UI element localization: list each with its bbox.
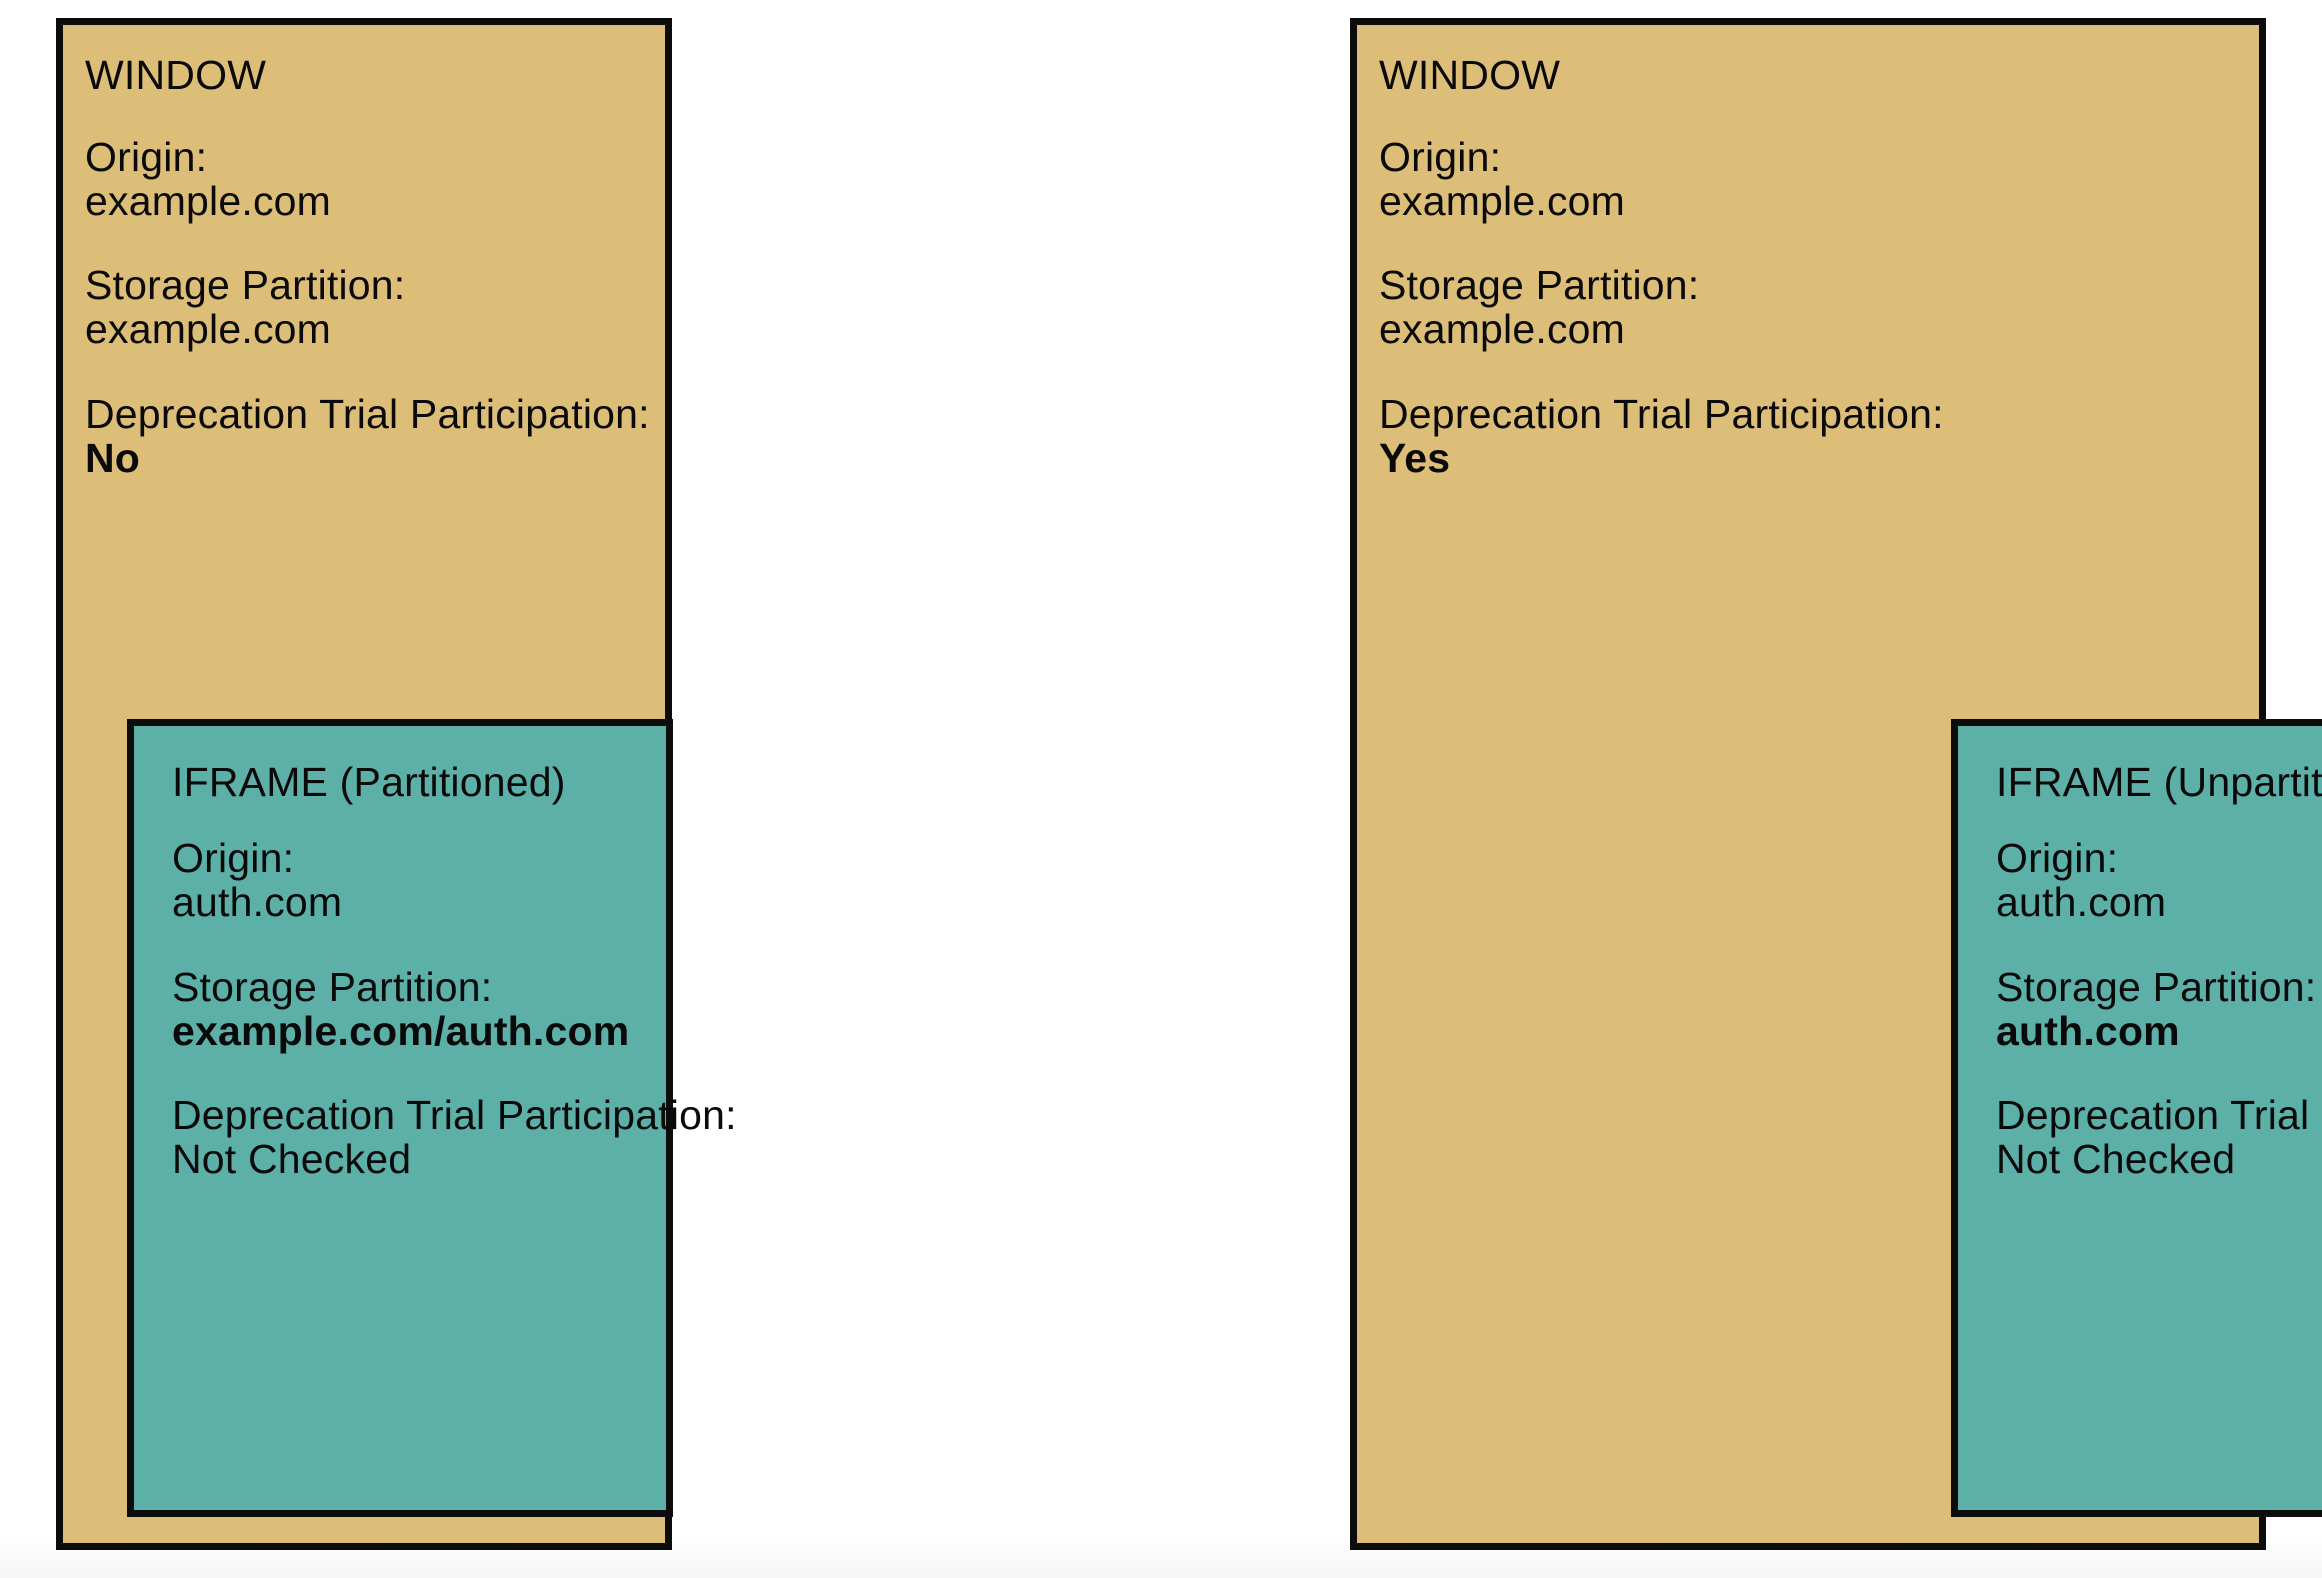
- window-panel-left: WINDOW Origin: example.com Storage Parti…: [56, 18, 737, 1550]
- window-title-right: WINDOW: [1379, 52, 1561, 98]
- window-panel-right: WINDOW Origin: example.com Storage Parti…: [1350, 18, 2322, 1550]
- window-deprecation-trial-value-right: Yes: [1379, 435, 1451, 482]
- iframe-origin-label-left: Origin:: [172, 835, 295, 881]
- iframe-deprecation-trial-value-left: Not Checked: [172, 1136, 412, 1183]
- iframe-deprecation-trial-value-right: Not Checked: [1996, 1136, 2236, 1183]
- window-storage-partition-value-left: example.com: [85, 306, 332, 353]
- iframe-storage-partition-field-left: Storage Partition: example.com/auth.com: [172, 965, 629, 1054]
- window-origin-label-right: Origin:: [1379, 134, 1502, 180]
- iframe-origin-field-right: Origin: auth.com: [1996, 836, 2166, 925]
- iframe-panel-right: IFRAME (Unpartitioned) Origin: auth.com …: [1951, 719, 2322, 1517]
- window-title-left: WINDOW: [85, 52, 267, 98]
- iframe-deprecation-trial-field-left: Deprecation Trial Participation: Not Che…: [172, 1093, 737, 1182]
- window-storage-partition-label-right: Storage Partition:: [1379, 262, 1700, 308]
- iframe-deprecation-trial-field-right: Deprecation Trial Participation: Not Che…: [1996, 1093, 2322, 1182]
- iframe-title-right: IFRAME (Unpartitioned): [1996, 759, 2322, 805]
- iframe-panel-left: IFRAME (Partitioned) Origin: auth.com St…: [127, 719, 737, 1517]
- window-origin-value-right: example.com: [1379, 178, 1626, 225]
- iframe-title-left: IFRAME (Partitioned): [172, 759, 566, 805]
- iframe-deprecation-trial-label-right: Deprecation Trial Participation:: [1996, 1092, 2322, 1138]
- window-origin-label-left: Origin:: [85, 134, 208, 180]
- window-storage-partition-field-right: Storage Partition: example.com: [1379, 263, 1699, 352]
- window-deprecation-trial-field-left: Deprecation Trial Participation: No: [85, 392, 650, 481]
- window-storage-partition-field-left: Storage Partition: example.com: [85, 263, 405, 352]
- window-origin-value-left: example.com: [85, 178, 332, 225]
- iframe-storage-partition-label-left: Storage Partition:: [172, 964, 493, 1010]
- window-deprecation-trial-field-right: Deprecation Trial Participation: Yes: [1379, 392, 1944, 481]
- window-origin-field-right: Origin: example.com: [1379, 135, 1625, 224]
- window-storage-partition-label-left: Storage Partition:: [85, 262, 406, 308]
- iframe-origin-value-left: auth.com: [172, 879, 343, 926]
- window-origin-field-left: Origin: example.com: [85, 135, 331, 224]
- window-deprecation-trial-value-left: No: [85, 435, 141, 482]
- window-deprecation-trial-label-left: Deprecation Trial Participation:: [85, 391, 650, 437]
- iframe-origin-value-right: auth.com: [1996, 879, 2167, 926]
- window-deprecation-trial-label-right: Deprecation Trial Participation:: [1379, 391, 1944, 437]
- window-storage-partition-value-right: example.com: [1379, 306, 1626, 353]
- iframe-storage-partition-field-right: Storage Partition: auth.com: [1996, 965, 2316, 1054]
- iframe-storage-partition-label-right: Storage Partition:: [1996, 964, 2317, 1010]
- iframe-origin-label-right: Origin:: [1996, 835, 2119, 881]
- iframe-storage-partition-value-right: auth.com: [1996, 1008, 2180, 1055]
- iframe-storage-partition-value-left: example.com/auth.com: [172, 1008, 630, 1055]
- iframe-origin-field-left: Origin: auth.com: [172, 836, 342, 925]
- iframe-deprecation-trial-label-left: Deprecation Trial Participation:: [172, 1092, 737, 1138]
